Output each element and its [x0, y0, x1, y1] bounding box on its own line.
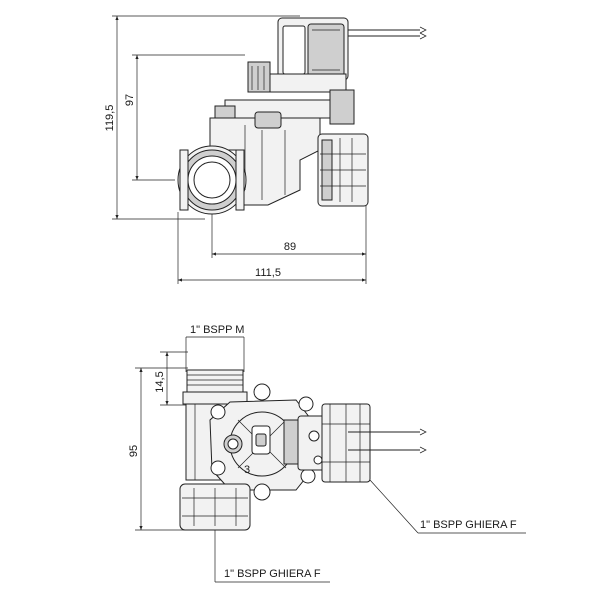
dim-height-95: 95	[128, 445, 140, 457]
dim-body-height: 97	[124, 94, 136, 106]
dim-width-89: 89	[284, 241, 296, 253]
valve-side-view	[177, 17, 427, 215]
label-outlet-ring-bottom: 1" BSPP GHIERA F	[224, 568, 321, 580]
dim-overall-width: 111,5	[255, 267, 281, 279]
label-outlet-ring-right: 1" BSPP GHIERA F	[420, 519, 517, 531]
bottom-view: 1" BSPP M 14,5 95	[128, 324, 526, 583]
dim-overall-height: 119,5	[104, 105, 116, 132]
top-view: 119,5 97 89 111,5	[104, 15, 427, 284]
valve-top-view: 3	[179, 369, 427, 531]
embossed-number-3: 3	[244, 464, 250, 476]
dim-thread-length: 14,5	[154, 371, 166, 392]
label-inlet-thread: 1" BSPP M	[190, 324, 244, 336]
